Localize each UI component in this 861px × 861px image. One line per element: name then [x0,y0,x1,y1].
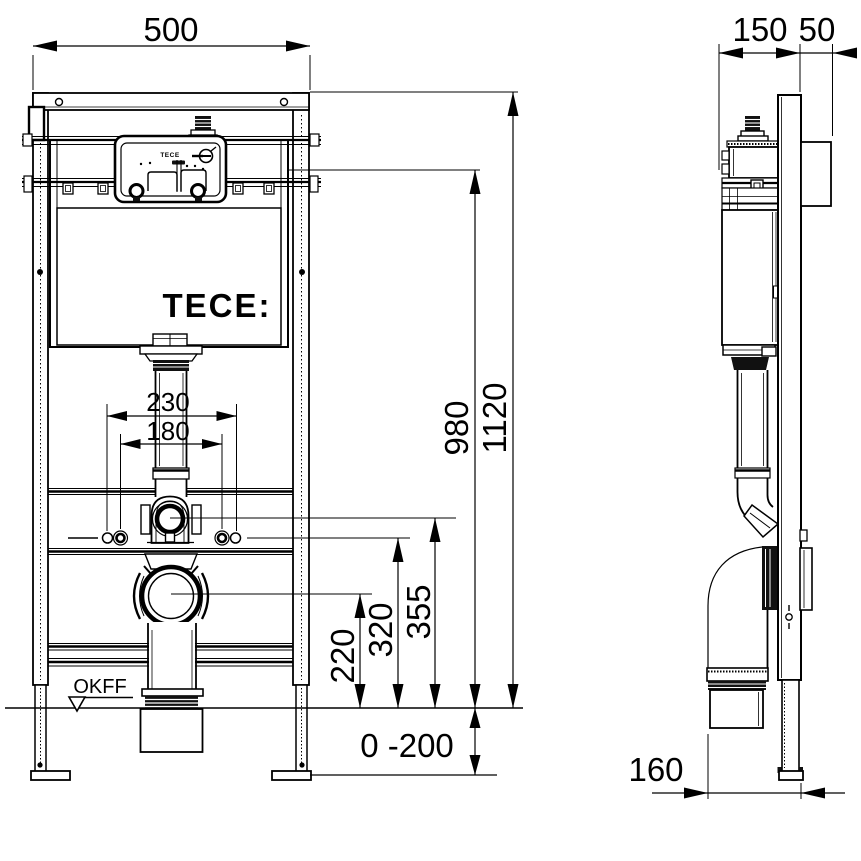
crossbar-screw-right [279,97,289,107]
dim-fixing-outer: 230 [106,387,237,531]
right-foot [271,770,312,781]
flush-bend-socket [154,503,186,535]
drain-flange [141,688,204,697]
side-view [706,94,832,781]
dim-label-50: 50 [799,11,836,48]
fixing-stud-left [115,532,126,544]
drain-elbow-side [706,546,777,729]
dim-actuation-height: 980 [288,169,481,708]
floor-level-triangle-icon [67,696,87,713]
service-box-brand-label: TECE [160,152,180,159]
hose-union-left [128,183,145,199]
fill-valve-box-side [728,146,780,179]
drain-clamp-left [132,572,142,620]
rail-tabs [62,182,275,195]
drain-clamp-right [200,572,210,620]
wall-drain-bracket [799,547,813,611]
dim-label-230: 230 [146,387,189,417]
right-leg-bolt [299,762,305,768]
hose-union-right [190,183,206,199]
drain-front [132,553,210,753]
drain-outlet-side [709,689,764,729]
dim-label-150: 150 [732,11,787,48]
fixing-points [68,530,410,546]
dim-drain-height: 220 [171,593,372,708]
dim-depths: 150 50 [718,11,857,170]
service-box: TECE [113,134,228,204]
dim-label-160: 160 [628,751,683,788]
fixing-hole-outer-left [101,532,114,544]
dim-floor-adjust: 0 -200 [310,708,497,776]
front-frame [27,92,312,781]
dim-label-355: 355 [400,584,437,639]
fixing-stud-right [216,532,228,544]
dimensions: 500 1120 980 355 [32,11,857,799]
dim-drain-offset: 160 [628,734,845,799]
wall-mounting-box [800,141,832,207]
dim-label-220: 220 [324,628,361,683]
dim-fixing-height: 320 [362,538,404,708]
side-foot [778,770,804,781]
cistern-front: TECE: TECE [22,116,321,348]
dim-fixing-inner: 180 [120,416,223,529]
flush-bend [140,495,202,544]
drain-socket [139,564,203,628]
front-view: OKFF [5,92,523,781]
cistern-side [721,116,781,357]
dim-label-0-200: 0 -200 [360,727,454,764]
service-box-marking [172,160,185,165]
drain-elbow-outline [707,546,763,668]
dim-label-320: 320 [362,602,399,657]
floor-marker-label: OKFF [73,676,126,698]
fixing-hole-outer-right [229,532,242,544]
dim-label-1120: 1120 [476,383,513,454]
left-leg-bolt [37,762,43,768]
dim-label-500: 500 [143,11,198,48]
crossbar-screw-left [54,97,64,107]
side-fixing-bolt-left [37,269,43,275]
cistern-tank-side [721,209,779,346]
pipe-coupling [152,467,190,480]
dim-label-980: 980 [438,400,475,455]
dim-front-width: 500 [32,11,311,90]
drain-pipe-below-floor [139,708,204,753]
side-fixing-bolt-right [299,269,305,275]
flush-outlet-flange [139,345,203,355]
rail-hole-marking [785,613,793,621]
dim-flush-bend-height: 355 [170,517,456,708]
dim-label-180: 180 [146,416,189,446]
flush-pipe-front [139,333,203,544]
protection-panel [56,207,282,346]
water-union-side [745,116,760,132]
dim-total-height: 1120 [310,91,519,708]
brand-logo: TECE: [163,287,272,324]
flush-pipe-side [731,357,780,539]
left-foot [30,770,71,781]
side-frame [777,94,832,781]
top-crossbar [32,92,310,111]
floor: OKFF [5,676,523,713]
